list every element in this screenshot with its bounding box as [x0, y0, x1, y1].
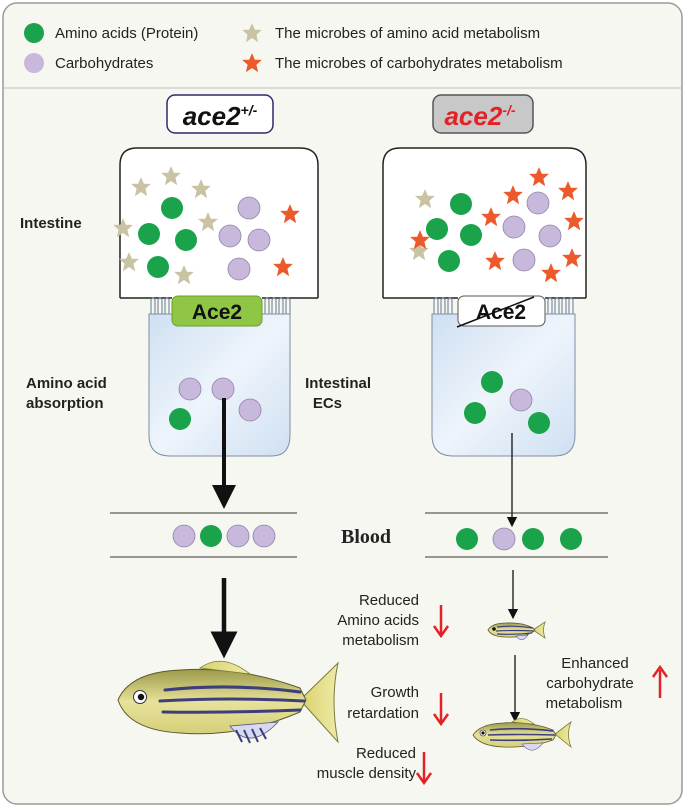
legend-amino-acid-dot	[24, 23, 44, 43]
medium-zebrafish-icon	[472, 718, 572, 751]
legend-carbohydrate-dot	[24, 53, 44, 73]
ko-genotype-base: ace2	[444, 101, 502, 131]
large-zebrafish-icon	[117, 660, 339, 744]
amino-acid-dot	[460, 224, 482, 246]
amino-acid-dot	[200, 525, 222, 547]
amino-acid-dot	[147, 256, 169, 278]
ace2-strike-line	[456, 296, 535, 328]
svg-text:ace2-/-: ace2-/-	[444, 101, 515, 131]
carbohydrate-dot	[226, 524, 250, 548]
aa-absorption-label-line2: absorption	[26, 395, 104, 412]
carbohydrate-dot	[526, 191, 550, 215]
amino-acid-dot	[161, 197, 183, 219]
carbohydrate-dot	[492, 527, 516, 551]
amino-acid-dot	[450, 193, 472, 215]
carbohydrate-dot	[247, 228, 271, 252]
svg-text:ace2+/-: ace2+/-	[183, 101, 258, 131]
amino-acid-dot	[169, 408, 191, 430]
blood-vessel-right	[425, 512, 608, 558]
carbohydrate-dot	[218, 224, 242, 248]
het-genotype-sup: +/-	[241, 102, 258, 118]
effect-enhanced-carb-line2: carbohydrate	[546, 675, 634, 692]
effect-muscle-line2: muscle density	[317, 765, 417, 782]
decrease-arrow-icon	[432, 693, 450, 727]
effect-reduced-aa-line1: Reduced	[359, 592, 419, 609]
carbohydrate-dot	[178, 377, 202, 401]
effect-muscle: Reduced muscle density	[317, 745, 433, 786]
intestinal-ecs-label-line2: ECs	[313, 395, 342, 412]
amino-acid-dot	[138, 223, 160, 245]
intestine-label: Intestine	[20, 215, 82, 232]
carbohydrate-dot	[502, 215, 526, 239]
ace2-absent-label: Ace2	[476, 301, 526, 324]
legend-amino-acids-label: Amino acids (Protein)	[55, 25, 198, 42]
carbohydrate-dot	[227, 257, 251, 281]
decrease-arrow-icon	[415, 752, 433, 786]
effect-growth-line1: Growth	[371, 684, 419, 701]
effect-reduced-aa-line2: Amino acids	[337, 612, 419, 629]
amino-acid-dot	[522, 528, 544, 550]
effect-enhanced-carb: Enhanced carbohydrate metabolism	[546, 655, 669, 712]
effect-reduced-aa: Reduced Amino acids metabolism	[337, 592, 450, 649]
effect-enhanced-carb-line1: Enhanced	[561, 655, 629, 672]
ace2-receptor-label: Ace2	[192, 301, 242, 324]
increase-arrow-icon	[651, 664, 669, 698]
amino-acid-dot	[464, 402, 486, 424]
ace2-receptor	[171, 295, 263, 327]
intestinal-ecs-label-line1: Intestinal	[305, 375, 371, 392]
aa-absorption-label-line1: Amino acid	[26, 375, 107, 392]
carbohydrate-dot	[512, 248, 536, 272]
carbohydrate-dot	[509, 388, 533, 412]
carbohydrate-dot	[252, 524, 276, 548]
carbohydrate-dot	[211, 377, 235, 401]
effect-growth: Growth retardation	[347, 684, 450, 727]
effect-reduced-aa-line3: metabolism	[342, 632, 419, 649]
ko-genotype-sup: -/-	[502, 102, 516, 118]
effect-muscle-line1: Reduced	[356, 745, 416, 762]
decrease-arrow-icon	[432, 605, 450, 639]
small-zebrafish-icon	[487, 620, 546, 641]
legend-carb-microbes-label: The microbes of carbohydrates metabolism	[275, 55, 563, 72]
amino-acid-dot	[438, 250, 460, 272]
carbohydrate-dot	[237, 196, 261, 220]
left-enterocyte: Ace2	[148, 295, 291, 457]
carbohydrate-dot	[538, 224, 562, 248]
amino-acid-dot	[456, 528, 478, 550]
legend-carbohydrates-label: Carbohydrates	[55, 55, 153, 72]
legend-aa-microbes-label: The microbes of amino acid metabolism	[275, 25, 540, 42]
legend: Amino acids (Protein) Carbohydrates The …	[24, 23, 563, 73]
genotype-het-label: ace2+/-	[166, 94, 274, 134]
blood-label: Blood	[341, 526, 391, 548]
effect-growth-line2: retardation	[347, 705, 419, 722]
right-intestine	[382, 147, 587, 299]
genotype-ko-label: ace2-/-	[432, 94, 534, 134]
amino-acid-dot	[175, 229, 197, 251]
amino-acid-dot	[481, 371, 503, 393]
amino-acid-dot	[426, 218, 448, 240]
carbohydrate-dot	[238, 398, 262, 422]
amino-acid-dot	[528, 412, 550, 434]
left-intestine	[113, 147, 319, 299]
blood-vessel-left	[110, 512, 297, 558]
effect-enhanced-carb-line3: metabolism	[546, 695, 623, 712]
carbohydrate-dot	[172, 524, 196, 548]
right-enterocyte: Ace2	[431, 295, 576, 457]
het-genotype-base: ace2	[183, 101, 241, 131]
amino-acid-dot	[560, 528, 582, 550]
